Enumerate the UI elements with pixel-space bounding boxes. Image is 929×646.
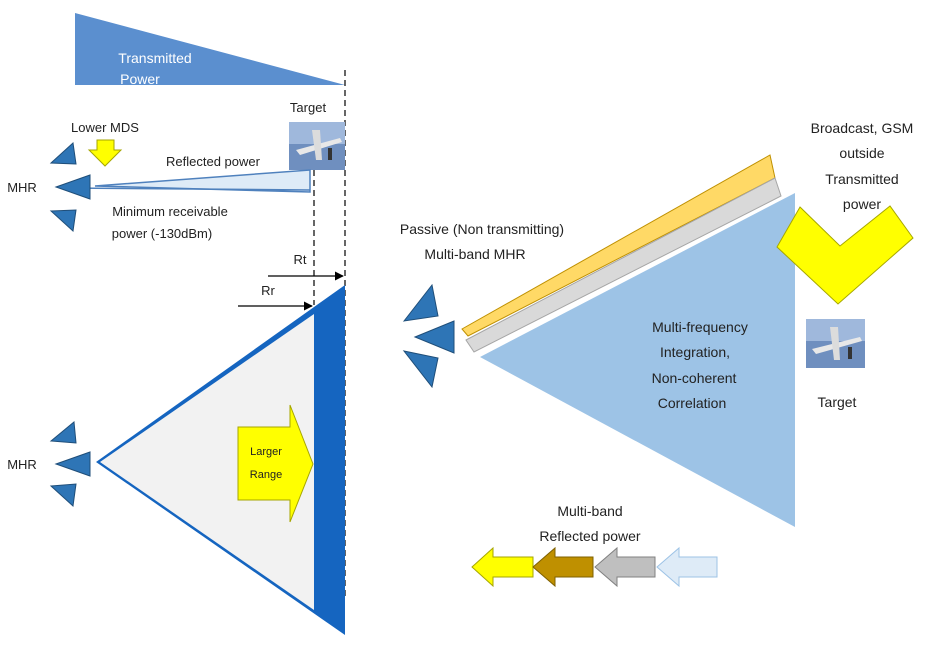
transmitted-power-label-2: Power: [120, 71, 160, 87]
integration-label-1: Multi-frequency: [652, 319, 748, 335]
target-label-top: Target: [290, 100, 327, 115]
mhr-antenna-right-1: [402, 283, 439, 322]
mhr-antenna-right-3: [402, 350, 439, 389]
reflected-arrow-pale-blue: [656, 546, 718, 588]
reflected-arrow-yellow: [471, 546, 534, 588]
reflected-arrow-brown: [532, 546, 594, 588]
mhr-antenna-top-1: [49, 141, 77, 165]
transmitted-power-wedge: [75, 13, 345, 85]
larger-range-label-2: Range: [250, 469, 282, 481]
integration-label-3: Non-coherent: [652, 370, 737, 386]
transmitted-power-label-1: Transmitted: [118, 50, 191, 66]
mhr-antenna-left-1: [49, 421, 77, 444]
target-aircraft-image-top: [289, 122, 345, 170]
min-receivable-label-2: power (-130dBm): [112, 226, 212, 241]
reflected-arrow-grey: [594, 546, 656, 588]
range-cone-inner: [100, 314, 314, 610]
integration-cone: [480, 193, 795, 527]
larger-range-label-1: Larger: [250, 446, 282, 458]
multiband-label-2: Reflected power: [539, 528, 641, 544]
lower-mds-label: Lower MDS: [71, 120, 139, 135]
broadcast-label-2: outside: [839, 145, 884, 161]
min-receivable-label-1: Minimum receivable: [112, 204, 228, 219]
mhr-label-top: MHR: [7, 180, 37, 195]
rt-label: Rt: [294, 252, 307, 267]
passive-label-2: Multi-band MHR: [424, 246, 525, 262]
passive-label-1: Passive (Non transmitting): [400, 221, 564, 237]
reflected-power-label: Reflected power: [166, 154, 261, 169]
integration-label-4: Correlation: [658, 395, 726, 411]
broadcast-label-4: power: [843, 196, 881, 212]
broadcast-label-1: Broadcast, GSM: [811, 120, 914, 136]
broadcast-label-3: Transmitted: [825, 171, 898, 187]
mhr-antenna-right-2: [413, 320, 455, 354]
rr-label: Rr: [261, 283, 275, 298]
target-label-right: Target: [818, 394, 857, 410]
integration-label-2: Integration,: [660, 344, 730, 360]
target-aircraft-image-right: [806, 319, 865, 368]
band-grey: [465, 177, 782, 353]
broadcast-chevron: [776, 205, 914, 305]
mhr-antenna-top-3: [49, 209, 77, 233]
mhr-label-left: MHR: [7, 457, 37, 472]
larger-range-arrow: [237, 404, 314, 523]
mhr-antenna-left-2: [54, 451, 91, 477]
mhr-antenna-top-2: [54, 174, 91, 200]
reflected-power-arrow: [62, 182, 311, 194]
mhr-antenna-left-3: [49, 483, 77, 508]
lower-mds-arrow: [87, 139, 123, 167]
multiband-label-1: Multi-band: [557, 503, 622, 519]
